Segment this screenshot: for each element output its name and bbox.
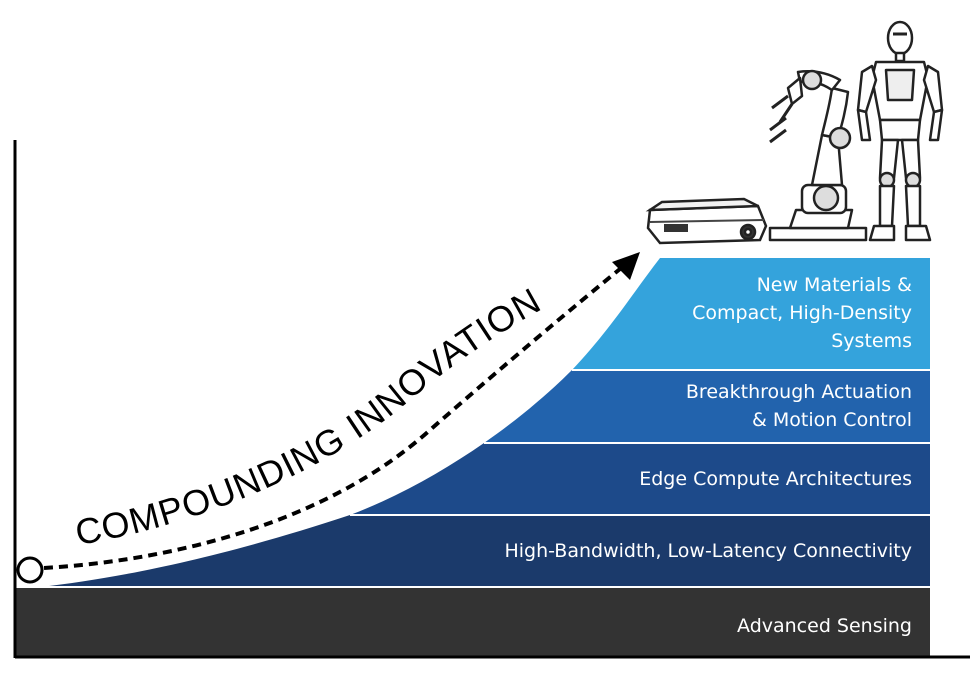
layer-connectivity [40, 515, 930, 587]
layer-label-line: & Motion Control [752, 409, 912, 431]
layer-label-line: Advanced Sensing [737, 615, 912, 637]
layer-label-line: Breakthrough Actuation [685, 381, 912, 403]
layer-label-connectivity: High-Bandwidth, Low-Latency Connectivity [504, 537, 912, 565]
arrow-head [612, 252, 640, 280]
start-point-circle [16, 556, 44, 584]
layer-label-line: New Materials & [756, 274, 912, 296]
layer-dividers [16, 369, 930, 588]
layer-label-advanced-sensing: Advanced Sensing [737, 612, 912, 640]
layer-label-line: High-Bandwidth, Low-Latency Connectivity [504, 540, 912, 562]
humanoid-robot-icon [856, 20, 944, 242]
layer-label-new-materials: New Materials & Compact, High-Density Sy… [692, 271, 912, 355]
layer-advanced-sensing [16, 588, 930, 656]
layer-label-line: Systems [831, 330, 912, 352]
mobile-robot-icon [645, 197, 768, 245]
layer-new-materials [572, 258, 930, 370]
layer-label-line: Compact, High-Density [692, 302, 912, 324]
layer-edge-compute [350, 443, 930, 515]
layer-label-edge-compute: Edge Compute Architectures [639, 465, 912, 493]
robotic-arm-icon [768, 69, 868, 242]
layer-actuation [484, 370, 930, 443]
layer-label-line: Edge Compute Architectures [639, 468, 912, 490]
layer-label-actuation: Breakthrough Actuation & Motion Control [686, 378, 912, 434]
growth-arrow [43, 262, 628, 570]
